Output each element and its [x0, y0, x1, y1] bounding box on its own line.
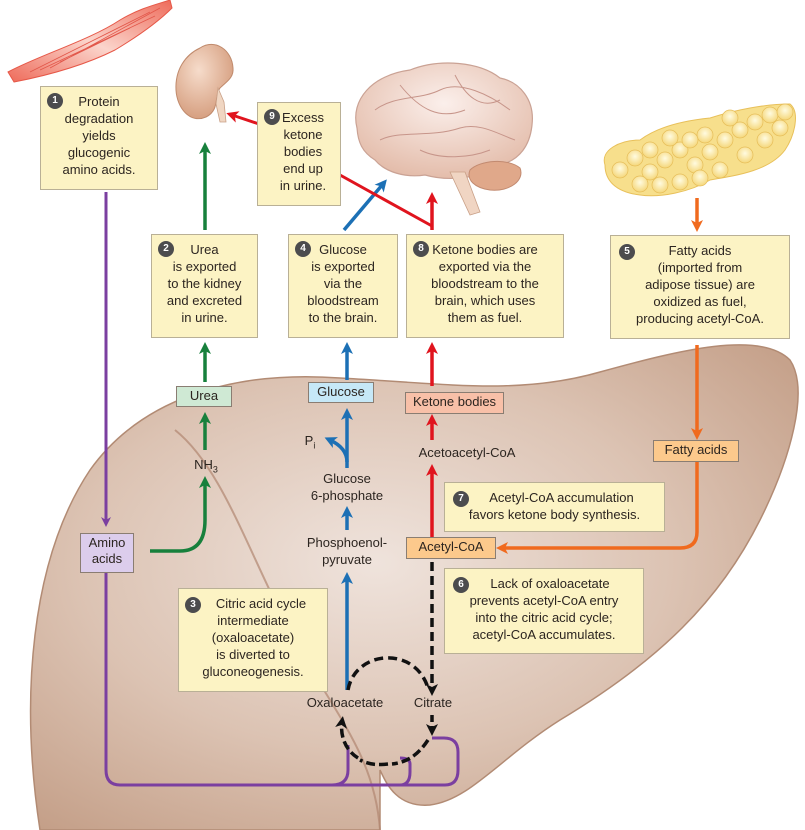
note-2: 2 Urea is exported to the kidney and exc…	[151, 234, 258, 338]
fat-droplet	[761, 106, 779, 124]
metabolite-oxaloacetate: Oxaloacetate	[306, 695, 384, 710]
fat-droplet	[691, 169, 709, 187]
metabolite-acetoacetyl-coa: Acetoacetyl-CoA	[418, 445, 516, 460]
fat-droplet	[771, 119, 789, 137]
fat-droplet	[736, 146, 754, 164]
metabolite-glucose-6-phosphate: Glucose 6-phosphate	[310, 471, 384, 503]
fat-droplet	[641, 163, 659, 181]
fat-droplet	[756, 131, 774, 149]
fat-droplet	[631, 175, 649, 193]
metabolite-acetyl-coa: Acetyl-CoA	[406, 537, 496, 559]
step-badge-3: 3	[185, 597, 201, 613]
step-badge-5: 5	[619, 244, 635, 260]
note-3: 3 Citric acid cycle intermediate (oxaloa…	[178, 588, 328, 692]
arrow-amino-acids-to-cycle	[104, 572, 460, 787]
metabolite-glucose: Glucose	[308, 382, 374, 403]
liver-icon	[29, 344, 799, 830]
fat-droplet	[671, 173, 689, 191]
arrow-amino-acids-to-nh3	[150, 476, 211, 553]
step-badge-7: 7	[453, 491, 469, 507]
fat-droplet	[721, 109, 739, 127]
fat-droplet	[681, 131, 699, 149]
metabolite-nh3: NH3	[194, 457, 218, 475]
note-7: 7 Acetyl-CoA accumulation favors ketone …	[444, 482, 665, 532]
metabolite-fatty-acids: Fatty acids	[653, 440, 739, 462]
fat-droplet	[696, 126, 714, 144]
note-8: 8 Ketone bodies are exported via the blo…	[406, 234, 564, 338]
citric-acid-cycle-arc	[342, 722, 430, 767]
metabolite-amino-acids: Amino acids	[80, 533, 134, 573]
step-badge-2: 2	[158, 241, 174, 257]
step-badge-4: 4	[295, 241, 311, 257]
kidney-icon	[175, 43, 234, 123]
brain-icon	[355, 62, 533, 216]
metabolite-phosphoenolpyruvate: Phosphoenol- pyruvate	[306, 535, 388, 567]
arrow-fatty-acids-to-acetyl-coa	[496, 462, 699, 554]
adipose-icon	[603, 103, 796, 197]
fat-droplet	[746, 113, 764, 131]
muscle-icon	[7, 0, 173, 83]
step-badge-9: 9	[264, 109, 280, 125]
note-6: 6 Lack of oxaloacetate prevents acetyl-C…	[444, 568, 644, 654]
metabolite-urea: Urea	[176, 386, 232, 407]
fat-droplet	[701, 143, 719, 161]
fat-droplet	[656, 151, 674, 169]
fat-droplet	[671, 141, 689, 159]
fat-droplet	[626, 149, 644, 167]
fat-droplet	[731, 121, 749, 139]
metabolite-ketone-bodies: Ketone bodies	[405, 392, 504, 414]
fat-droplet	[611, 161, 629, 179]
fat-droplet	[711, 161, 729, 179]
fat-droplet	[651, 176, 669, 194]
metabolite-citrate: Citrate	[413, 695, 453, 710]
step-badge-1: 1	[47, 93, 63, 109]
metabolite-pi: Pi	[304, 433, 316, 451]
step-badge-6: 6	[453, 577, 469, 593]
arrow-to-brain-glucose	[342, 179, 387, 232]
fat-droplet	[661, 129, 679, 147]
fat-droplet	[776, 103, 794, 121]
note-9: 9 Excess ketone bodies end up in urine.	[257, 102, 341, 206]
fat-droplet	[641, 141, 659, 159]
arrow-pi-release	[324, 437, 349, 463]
note-5: 5 Fatty acids (imported from adipose tis…	[610, 235, 790, 339]
step-badge-8: 8	[413, 241, 429, 257]
fat-droplet	[716, 131, 734, 149]
note-4: 4 Glucose is exported via the bloodstrea…	[288, 234, 398, 338]
note-1: 1 Protein degradation yields glucogenic …	[40, 86, 158, 190]
